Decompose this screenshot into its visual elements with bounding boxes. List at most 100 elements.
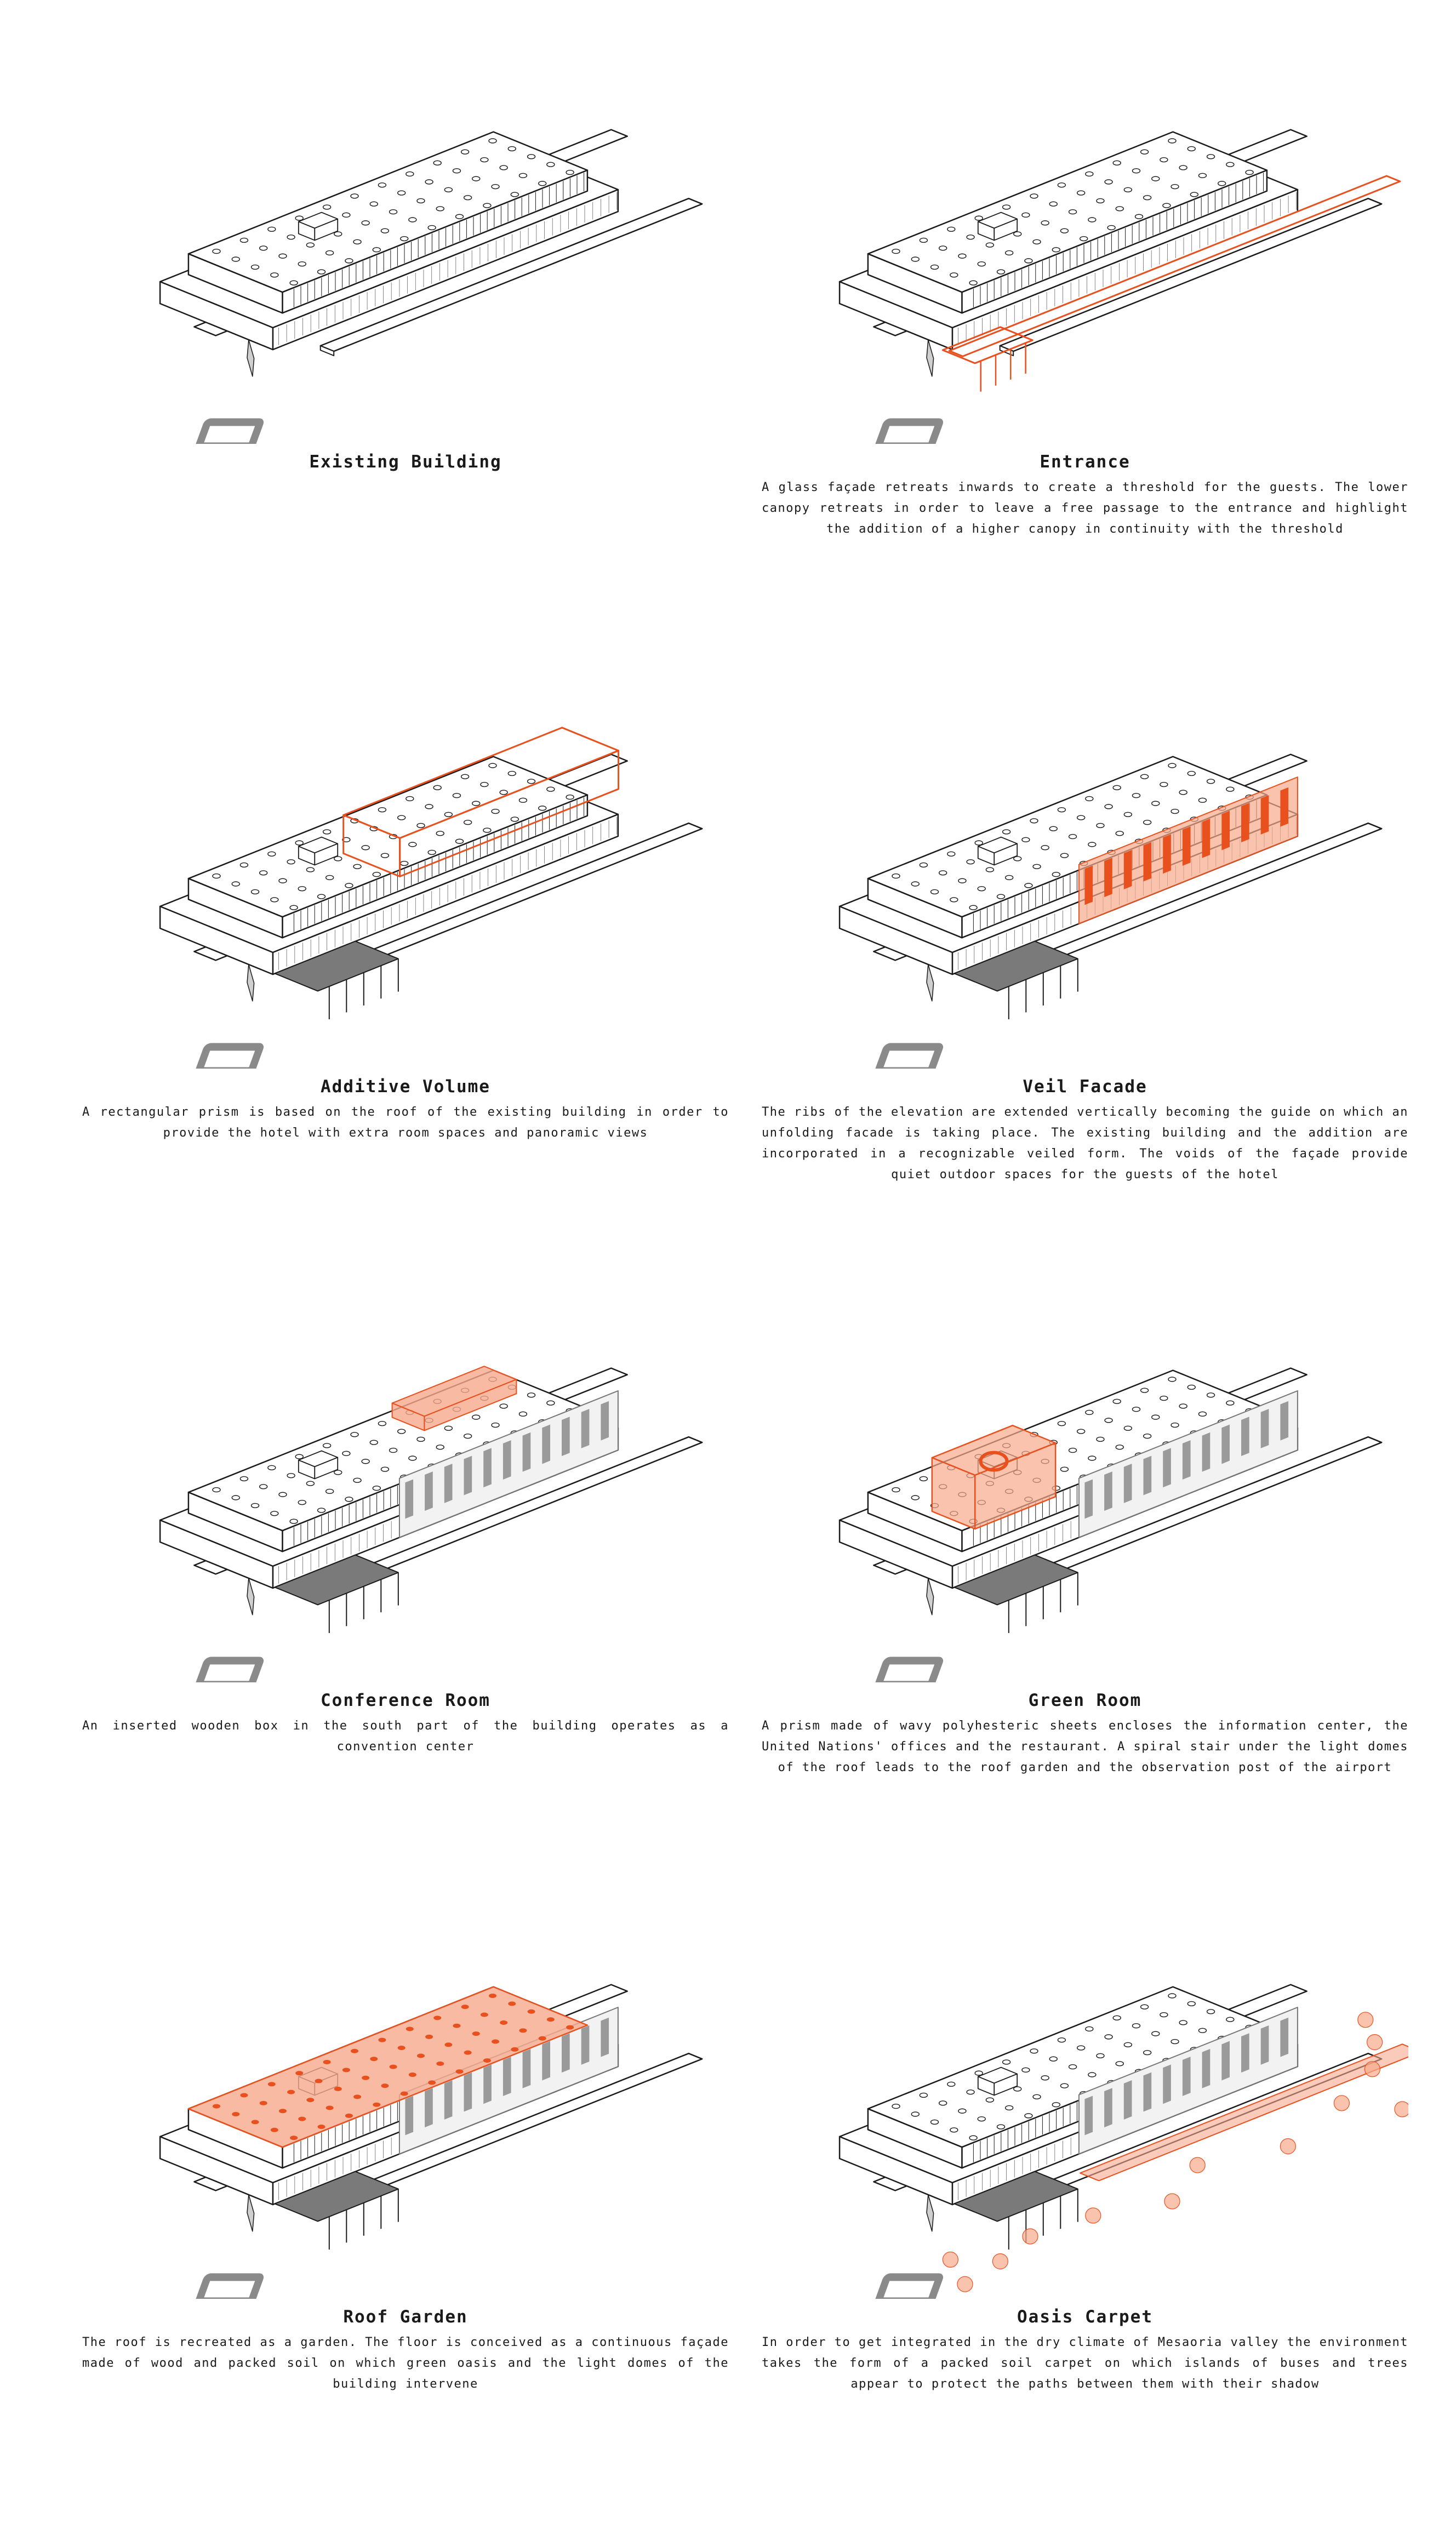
veil-void bbox=[1280, 1401, 1289, 1441]
building-base-end bbox=[159, 281, 274, 351]
roof-garden-oasis bbox=[345, 2113, 353, 2118]
building-upper-end bbox=[187, 877, 283, 939]
site-marker-icon bbox=[875, 418, 944, 444]
building-base-end bbox=[159, 1519, 274, 1589]
roof-light-dome bbox=[1052, 247, 1061, 253]
roof-light-dome bbox=[416, 198, 425, 204]
stair-ramp bbox=[247, 339, 255, 377]
roof-light-dome bbox=[499, 790, 508, 795]
roof-light-dome bbox=[977, 886, 986, 892]
roof-light-dome bbox=[1068, 1447, 1077, 1453]
roof-light-dome bbox=[298, 1499, 306, 1505]
roof-light-dome bbox=[267, 851, 276, 857]
roof-light-dome bbox=[538, 806, 547, 811]
roof-garden-oasis bbox=[370, 2057, 378, 2062]
veil-void bbox=[405, 2096, 414, 2136]
roof-light-dome bbox=[325, 875, 334, 881]
caption: Existing Building bbox=[82, 452, 729, 477]
roof-light-dome bbox=[1168, 763, 1177, 768]
roof-light-dome bbox=[1179, 2020, 1187, 2025]
roof-light-dome bbox=[969, 2135, 978, 2140]
roof-light-dome bbox=[1057, 2037, 1066, 2043]
roof-light-dome bbox=[397, 815, 406, 820]
roof-light-dome bbox=[1013, 231, 1022, 237]
roof-light-dome bbox=[947, 851, 956, 857]
caption: Green Room A prism made of wavy polyhest… bbox=[762, 1691, 1408, 1778]
roof-light-dome bbox=[1179, 165, 1187, 170]
veil-void bbox=[581, 1409, 590, 1448]
roof-light-dome bbox=[342, 1451, 351, 1457]
roof-light-dome bbox=[372, 247, 381, 253]
roof-light-dome bbox=[380, 853, 390, 858]
roof-light-dome bbox=[958, 2108, 967, 2114]
roof-light-dome bbox=[1088, 2072, 1097, 2077]
entrance-glass-line bbox=[948, 175, 1401, 357]
roof-light-dome bbox=[1206, 154, 1215, 159]
roof-light-dome bbox=[372, 1486, 381, 1491]
site-marker-icon bbox=[875, 1043, 944, 1069]
building-upper-end bbox=[867, 877, 963, 939]
veil-void bbox=[1123, 1463, 1132, 1503]
roof-light-dome bbox=[947, 2081, 956, 2087]
roof-light-dome bbox=[1076, 2045, 1086, 2051]
roof-light-dome bbox=[1112, 2015, 1121, 2021]
roof-light-dome bbox=[1206, 1392, 1215, 1398]
roof-light-dome bbox=[295, 840, 304, 846]
roof-light-dome bbox=[1057, 182, 1066, 188]
veil-void bbox=[483, 1448, 492, 1488]
roof-light-dome bbox=[1024, 258, 1033, 264]
roof-garden-oasis bbox=[251, 2120, 259, 2125]
roof-light-dome bbox=[1170, 2039, 1179, 2045]
veil-void bbox=[1084, 1479, 1093, 1519]
roof-garden-oasis bbox=[492, 2039, 500, 2044]
veil-void bbox=[1202, 818, 1211, 858]
roof-light-dome bbox=[1049, 201, 1058, 207]
roof-light-dome bbox=[436, 206, 444, 212]
veil-void bbox=[1104, 2088, 1112, 2128]
roof-light-dome bbox=[1002, 2059, 1011, 2065]
roof-light-dome bbox=[930, 264, 939, 270]
roof-light-dome bbox=[911, 881, 920, 887]
roof-light-dome bbox=[1198, 797, 1207, 803]
roof-light-dome bbox=[345, 258, 353, 264]
roof-light-dome bbox=[1030, 818, 1038, 824]
roof-garden-oasis bbox=[472, 2031, 480, 2036]
roof-light-dome bbox=[1085, 171, 1094, 177]
roof-light-dome bbox=[483, 203, 492, 208]
roof-light-dome bbox=[1060, 853, 1069, 858]
roof-light-dome bbox=[1052, 2102, 1061, 2108]
roof-garden-oasis bbox=[267, 2082, 276, 2087]
caption-text: In order to get integrated in the dry cl… bbox=[762, 2336, 1408, 2391]
building-base-end bbox=[838, 2136, 953, 2206]
roof-light-dome bbox=[250, 889, 260, 895]
roof-garden-oasis bbox=[290, 2136, 298, 2140]
roof-light-dome bbox=[472, 801, 481, 806]
roof-light-dome bbox=[389, 209, 398, 215]
roof-light-dome bbox=[369, 201, 378, 207]
panel-additive-volume: Additive Volume A rectangular prism is b… bbox=[82, 685, 729, 1299]
roof-light-dome bbox=[1151, 2031, 1160, 2036]
roof-light-dome bbox=[1060, 2083, 1069, 2088]
site-marker-icon bbox=[195, 1657, 264, 1682]
roof-light-dome bbox=[1198, 1411, 1207, 1417]
tree-island-icon bbox=[1085, 2207, 1101, 2224]
roof-garden-oasis bbox=[436, 2061, 444, 2066]
roof-light-dome bbox=[452, 168, 461, 174]
roof-light-dome bbox=[1104, 1418, 1113, 1423]
roof-light-dome bbox=[1140, 1388, 1149, 1393]
veil-void bbox=[503, 2057, 511, 2096]
veil-void bbox=[1143, 2072, 1152, 2112]
roof-light-dome bbox=[1115, 831, 1124, 836]
veil-void bbox=[542, 2041, 550, 2081]
roof-light-dome bbox=[406, 796, 414, 802]
roof-light-dome bbox=[1226, 786, 1235, 792]
veil-void bbox=[1260, 1409, 1269, 1448]
roof-light-dome bbox=[1004, 2105, 1014, 2111]
veil-void bbox=[464, 2072, 472, 2112]
veil-void bbox=[1182, 1440, 1191, 1480]
veil-void bbox=[1123, 849, 1132, 889]
roof-light-dome bbox=[491, 1422, 500, 1428]
caption-title: Additive Volume bbox=[321, 1077, 490, 1097]
roof-light-dome bbox=[342, 212, 351, 218]
roof-light-dome bbox=[1115, 1445, 1124, 1450]
